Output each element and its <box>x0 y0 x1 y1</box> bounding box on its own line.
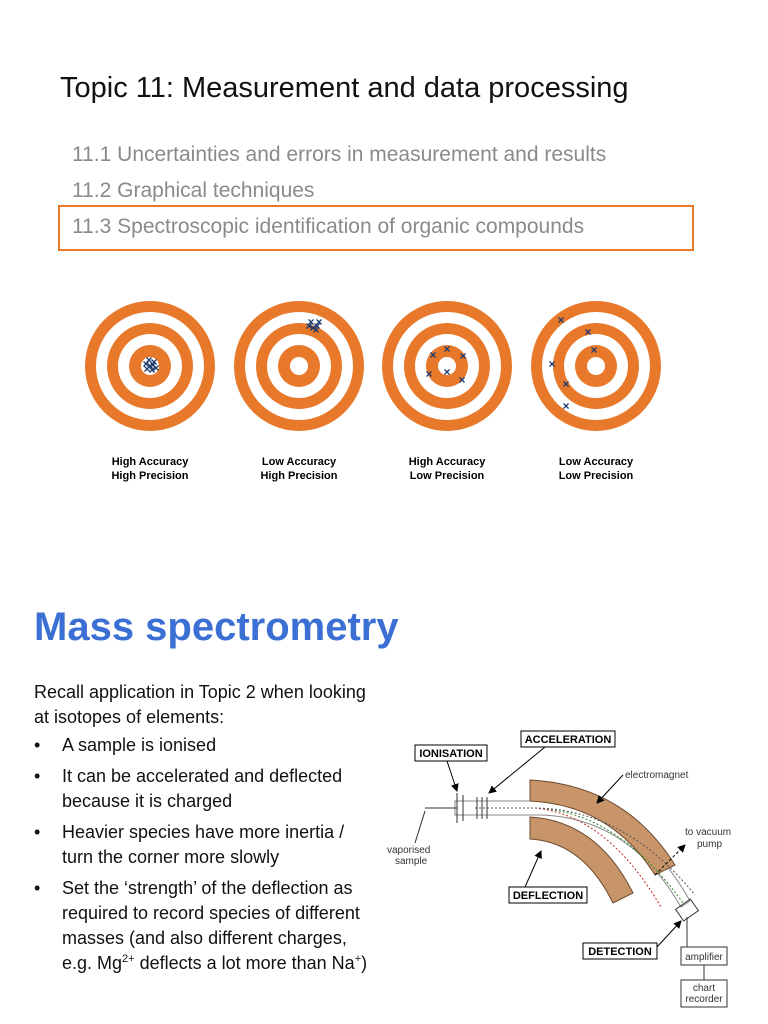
hit-mark: × <box>443 342 450 356</box>
hit-mark: × <box>142 357 149 371</box>
bullet-list: •A sample is ionised •It can be accelera… <box>34 733 374 982</box>
chart-recorder-label: chart <box>693 983 715 994</box>
bullet-icon: • <box>34 878 41 898</box>
section-title: Mass spectrometry <box>34 605 399 649</box>
hit-mark: × <box>429 348 436 362</box>
hit-mark: × <box>148 363 155 377</box>
hit-mark: × <box>143 362 150 376</box>
hit-mark: × <box>562 377 569 391</box>
target-label-line2: High Precision <box>111 470 188 482</box>
hit-mark: × <box>584 325 591 339</box>
hit-mark: × <box>145 353 152 367</box>
vacuum-label: pump <box>697 839 722 850</box>
hit-mark: × <box>149 358 156 372</box>
target-ring <box>438 357 456 375</box>
target-label-line1: High Accuracy <box>112 456 190 468</box>
hit-mark: × <box>152 361 159 375</box>
accuracy-precision-targets: ×××××××× ×××××× ×××××× ×××××× High Accur… <box>85 301 661 482</box>
hit-mark: × <box>590 343 597 357</box>
current-subtopic-highlight <box>58 205 694 251</box>
target-ring <box>290 357 308 375</box>
detection-label-box <box>582 942 658 960</box>
subtopic-11-1: 11.1 Uncertainties and errors in measure… <box>72 143 607 166</box>
hit-mark: × <box>305 319 312 333</box>
detector <box>674 898 700 922</box>
target-ring <box>141 357 159 375</box>
page-title: Topic 11: Measurement and data processin… <box>60 72 629 104</box>
deflection-label: DEFLECTION <box>513 890 583 902</box>
hit-mark: × <box>312 323 319 337</box>
bullet-item: •It can be accelerated and deflected bec… <box>34 766 343 811</box>
target-low-accuracy-low-precision: × × × × × × <box>531 301 661 431</box>
hit-mark: × <box>443 365 450 379</box>
acceleration-label-box <box>520 730 616 748</box>
detection-label: DETECTION <box>588 946 652 958</box>
target-high-accuracy-high-precision: ×××××××× <box>85 301 215 431</box>
ion-beam-light <box>475 807 662 908</box>
ionisation-label-box <box>414 744 488 762</box>
hit-mark: × <box>313 319 320 333</box>
target-label-line2: High Precision <box>260 470 337 482</box>
target-label-line2: Low Precision <box>559 470 634 482</box>
target-high-accuracy-low-precision: × × × × × × <box>382 301 512 431</box>
hit-mark: × <box>562 399 569 413</box>
subtopic-11-3: 11.3 Spectroscopic identification of org… <box>72 215 585 238</box>
hit-mark: × <box>458 373 465 387</box>
hit-mark: × <box>150 355 157 369</box>
ionisation-source <box>425 793 488 823</box>
vacuum-label: to vacuum <box>685 827 731 838</box>
electromagnet-label: electromagnet <box>625 770 689 781</box>
target-label-line1: Low Accuracy <box>262 456 337 468</box>
deflection-label-box <box>508 886 588 904</box>
amplifier-label: amplifier <box>685 952 723 963</box>
hit-mark: × <box>307 315 314 329</box>
target-low-accuracy-high-precision: ×××××× <box>234 301 364 431</box>
electromagnet-upper <box>529 779 676 876</box>
target-ring <box>587 357 605 375</box>
bullet-item: •A sample is ionised <box>34 733 374 758</box>
hit-mark: × <box>315 315 322 329</box>
hit-mark: × <box>557 313 564 327</box>
acceleration-label: ACCELERATION <box>525 734 612 746</box>
bullet-icon: • <box>34 822 41 842</box>
hit-mark: × <box>459 349 466 363</box>
hit-mark: × <box>309 321 316 335</box>
target-label-line2: Low Precision <box>410 470 485 482</box>
sample-label: sample <box>395 856 428 867</box>
bullet-icon: • <box>34 735 41 755</box>
ionisation-label: IONISATION <box>419 748 482 760</box>
electromagnet-lower <box>529 816 634 904</box>
ion-beam-heavy <box>475 807 696 896</box>
bullet-item: •Heavier species have more inertia / tur… <box>34 822 345 867</box>
hit-mark: × <box>548 357 555 371</box>
sample-label: vaporised <box>387 845 430 856</box>
intro-text: Recall application in Topic 2 when looki… <box>34 682 366 727</box>
target-label-line1: Low Accuracy <box>559 456 634 468</box>
bullet-icon: • <box>34 766 41 786</box>
mass-spectrometer-diagram: amplifier chart recorder IONISATION ACCE… <box>387 730 731 1008</box>
target-label-line1: High Accuracy <box>409 456 487 468</box>
hit-mark: × <box>146 359 153 373</box>
subtopic-11-2: 11.2 Graphical techniques <box>72 179 315 202</box>
chart-recorder-box <box>680 979 728 1008</box>
bullet-item: •Set the ‘strength’ of the deflection as… <box>34 878 368 973</box>
chart-recorder-label: recorder <box>685 994 723 1005</box>
hit-mark: × <box>425 367 432 381</box>
